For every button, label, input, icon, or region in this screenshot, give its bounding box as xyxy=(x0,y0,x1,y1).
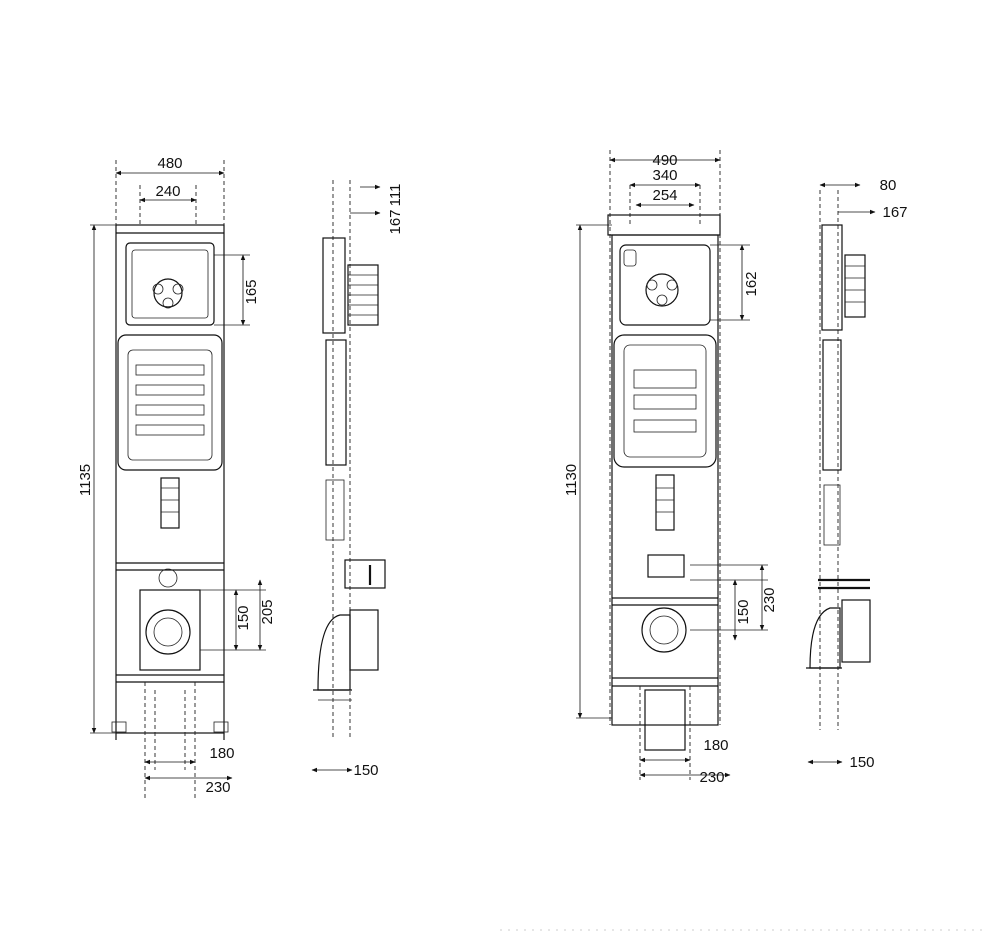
right-side-bottom-depth: 150 xyxy=(849,754,874,771)
left-side-bottom-depth: 150 xyxy=(353,762,378,779)
right-front-view: 490 340 254 1130 162 150 230 180 230 xyxy=(563,150,778,786)
left-bottom-window-h2: 205 xyxy=(259,599,276,624)
right-bottom-window-h: 150 xyxy=(735,599,752,624)
right-width-inner: 254 xyxy=(652,187,677,204)
left-front-view: 480 240 1135 165 150 205 180 230 xyxy=(77,155,276,800)
right-foot-w2: 230 xyxy=(699,769,724,786)
left-top-window-h: 165 xyxy=(243,279,260,304)
left-foot-w2: 230 xyxy=(205,779,230,796)
left-height-total: 1135 xyxy=(77,464,94,496)
left-width-outer: 480 xyxy=(157,155,182,172)
left-width-inner: 240 xyxy=(155,183,180,200)
right-bottom-window-h2: 230 xyxy=(761,587,778,612)
right-height-total: 1130 xyxy=(563,464,580,496)
right-top-window-h: 162 xyxy=(743,271,760,296)
left-side-top-dim1: 111 xyxy=(387,184,404,207)
right-side-top-dim1: 80 xyxy=(880,177,897,194)
right-side-top-dim2: 167 xyxy=(882,204,907,221)
left-foot-w1: 180 xyxy=(209,745,234,762)
right-width-mid: 340 xyxy=(652,167,677,184)
left-side-view: 111 167 150 xyxy=(311,180,404,779)
left-bottom-window-h: 150 xyxy=(235,605,252,630)
right-side-view: 80 167 150 xyxy=(806,177,908,771)
right-width-outer: 490 xyxy=(652,152,677,169)
right-foot-w1: 180 xyxy=(703,737,728,754)
left-side-top-dim2: 167 xyxy=(387,209,404,234)
